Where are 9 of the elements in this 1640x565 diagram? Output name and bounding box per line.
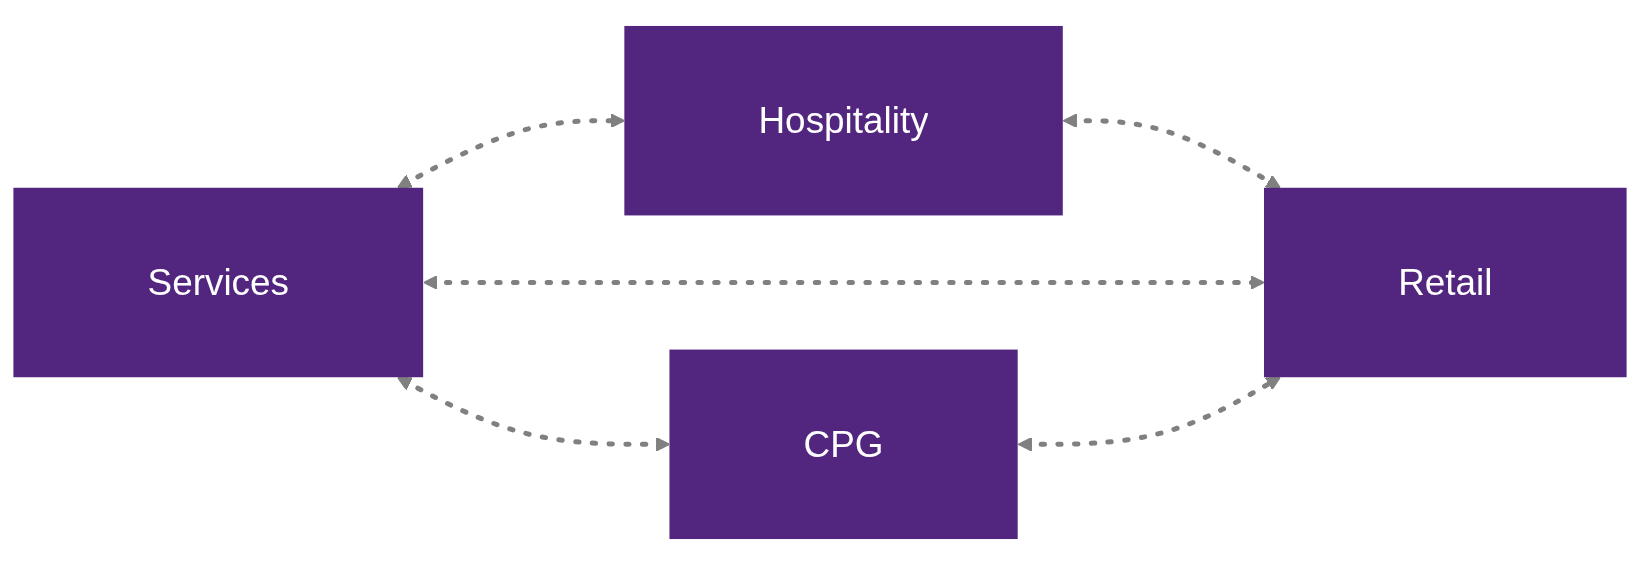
node-box: Hospitality — [624, 25, 1063, 216]
arrow — [423, 275, 1265, 290]
arrow — [397, 376, 671, 452]
node-box: CPG — [669, 349, 1018, 540]
arrow — [397, 113, 625, 189]
node-box: Services — [13, 187, 424, 378]
arrow — [1017, 376, 1281, 452]
arrow — [1062, 113, 1281, 189]
node-box: Retail — [1264, 187, 1627, 378]
